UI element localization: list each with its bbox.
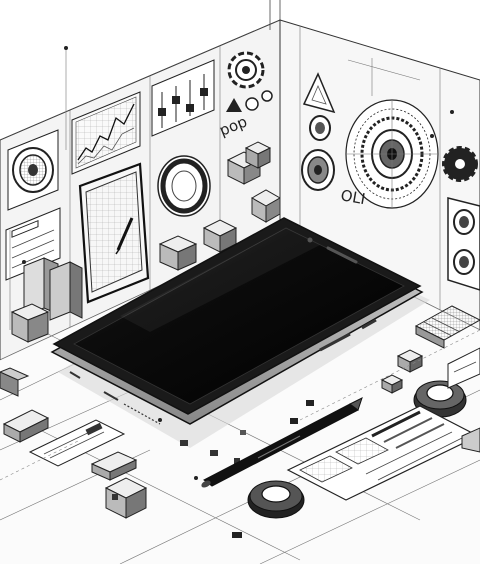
speaker-icon [301,149,335,191]
knob-icon [309,115,331,141]
warning-triangle-icon [302,72,336,114]
side-panel [447,347,480,453]
radial-dial-icon [345,99,439,209]
block-stack [90,451,138,481]
chart-panel [71,91,141,175]
slider-panel [151,59,215,137]
wall-label-right: OLI [339,186,366,208]
document-panel [286,405,480,501]
chip-icons [158,400,314,538]
cube-stack [226,141,282,223]
phone-screen [73,227,405,405]
floor-device-left [0,367,50,443]
power-button [361,318,377,330]
tape-roll-icon [247,480,305,519]
speaker-stack [447,197,480,291]
control-panel [28,419,126,467]
cube-icon [380,349,424,394]
speaker-icon [7,129,59,211]
volume-button [319,332,351,352]
gear-icon [442,146,478,182]
lens-ring-icon [157,155,211,217]
smartphone [50,217,430,448]
tablet-device [78,162,150,304]
tape-roll-icon [413,380,467,418]
circuit-board [414,305,480,349]
triangle-icon [226,90,273,112]
block-stack [10,257,83,343]
cube-icon [104,477,148,519]
pen-icon [201,397,363,488]
gear-icon [227,51,265,89]
